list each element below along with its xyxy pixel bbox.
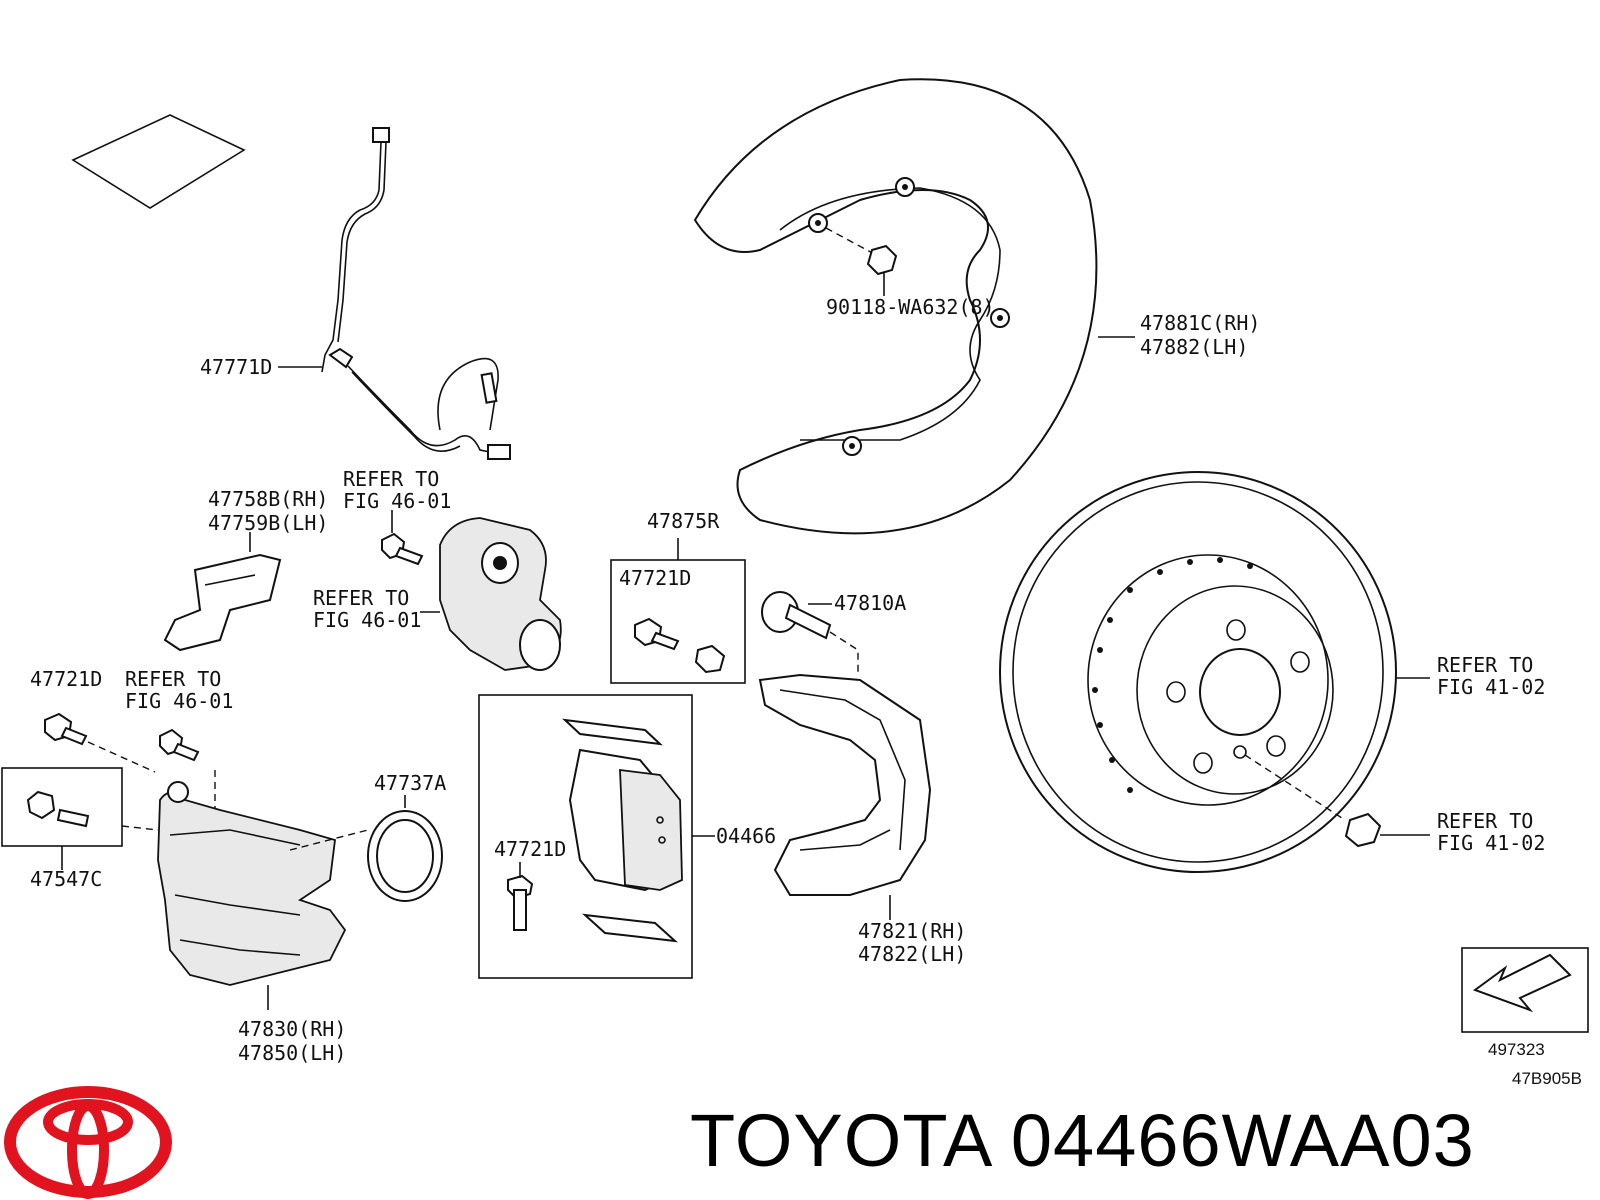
pad-wear-bracket — [163, 532, 282, 652]
label-caliper-lh: 47850(LH) — [238, 1041, 346, 1065]
piston-seal — [289, 795, 443, 902]
label-front-code: 497323 — [1488, 1040, 1545, 1059]
dust-shield — [693, 78, 1098, 535]
label-kit-bolt: 47721D — [619, 566, 691, 590]
label-mount-lh: 47822(LH) — [858, 942, 966, 966]
parking-brake-actuator — [381, 510, 562, 671]
caliper-body — [157, 781, 347, 1010]
label-figure-code: 47B905B — [1512, 1069, 1582, 1088]
slide-pin-kit — [610, 538, 746, 684]
label-refer-a-1: REFER TO — [343, 467, 439, 491]
front-arrow-box — [1461, 947, 1589, 1033]
note-sheet — [71, 114, 246, 209]
label-pads: 04466 — [716, 824, 776, 848]
label-refer-b-2: FIG 46-01 — [313, 608, 421, 632]
label-bolt-left: 47721D — [30, 667, 102, 691]
brand-part-number: TOYOTA 04466WAA03 — [690, 1099, 1475, 1182]
label-caliper-rh: 47830(RH) — [238, 1017, 346, 1041]
label-refer-d-1: REFER TO — [1437, 653, 1533, 677]
brake-disc — [999, 471, 1397, 873]
label-refer-a-2: FIG 46-01 — [343, 489, 451, 513]
label-refer-e-1: REFER TO — [1437, 809, 1533, 833]
label-shield-lh: 47882(LH) — [1140, 335, 1248, 359]
speed-sensor-harness — [321, 127, 511, 460]
label-shield-rh: 47881C(RH) — [1140, 311, 1260, 335]
label-bracket-rh: 47758B(RH) — [208, 487, 328, 511]
caliper-bolt-left — [44, 712, 156, 773]
label-refer-e-2: FIG 41-02 — [1437, 831, 1545, 855]
label-sensor: 47771D — [200, 355, 272, 379]
brake-pad-box — [478, 694, 715, 979]
slide-pin — [761, 591, 859, 675]
label-bolt-top: 90118-WA632(8) — [826, 295, 995, 319]
caliper-bolt-mid — [159, 728, 216, 820]
label-bracket-lh: 47759B(LH) — [208, 511, 328, 535]
label-refer-d-2: FIG 41-02 — [1437, 675, 1545, 699]
label-mount-rh: 47821(RH) — [858, 919, 966, 943]
bleeder-box — [1, 767, 159, 870]
label-refer-b-1: REFER TO — [313, 586, 409, 610]
caliper-mounting — [758, 673, 932, 920]
label-kit: 47875R — [647, 509, 720, 533]
label-pad-bolt: 47721D — [494, 837, 566, 861]
label-seal: 47737A — [374, 771, 446, 795]
label-refer-c-1: REFER TO — [125, 667, 221, 691]
label-slide-pin: 47810A — [834, 591, 906, 615]
label-bleeder: 47547C — [30, 867, 102, 891]
label-refer-c-2: FIG 46-01 — [125, 689, 233, 713]
toyota-logo — [4, 1086, 172, 1199]
